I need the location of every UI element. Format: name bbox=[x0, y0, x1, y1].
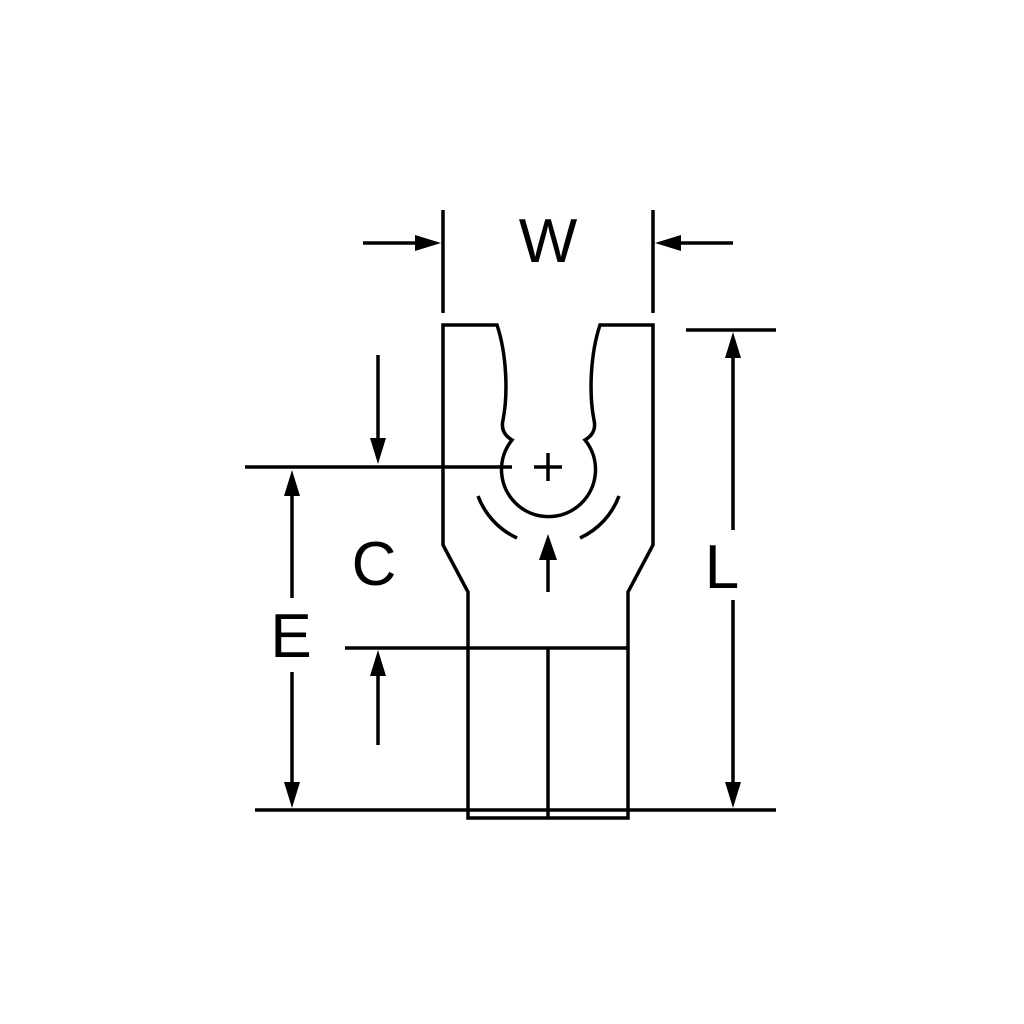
w-arrowhead-right bbox=[655, 235, 681, 251]
dimension-e: E bbox=[270, 470, 312, 808]
l-arrowhead-down bbox=[725, 782, 741, 808]
dim-label-l: L bbox=[705, 533, 739, 602]
dimension-c: C bbox=[352, 355, 397, 745]
dimension-w: W bbox=[363, 207, 733, 313]
spring-arc-left bbox=[476, 495, 518, 540]
w-arrowhead-left bbox=[415, 235, 441, 251]
center-mark-plus-icon bbox=[534, 453, 562, 481]
e-arrowhead-down bbox=[284, 782, 300, 808]
c-arrowhead-up bbox=[370, 650, 386, 676]
l-arrowhead-up bbox=[725, 332, 741, 358]
spring-arc-right bbox=[579, 495, 621, 540]
up-arrow-icon bbox=[539, 534, 557, 592]
dim-label-c: C bbox=[352, 530, 397, 599]
dim-label-e: E bbox=[270, 602, 311, 671]
e-arrowhead-up bbox=[284, 470, 300, 496]
c-arrowhead-down bbox=[370, 438, 386, 464]
dim-label-w: W bbox=[519, 207, 578, 276]
dimension-l: L bbox=[686, 328, 776, 808]
